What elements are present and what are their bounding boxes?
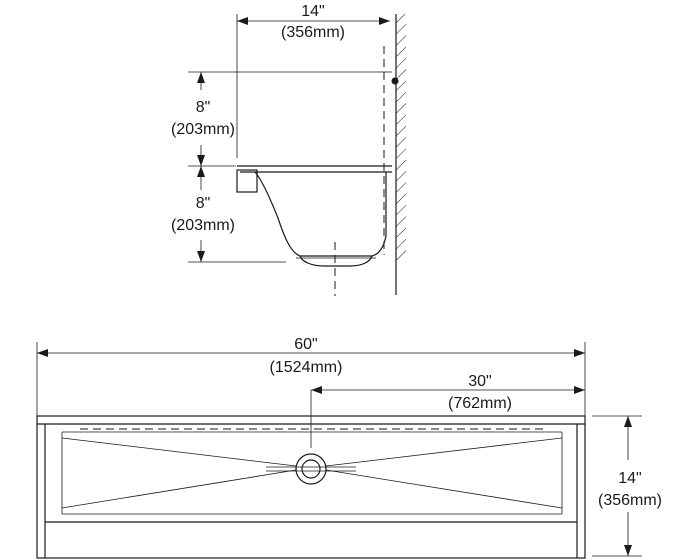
lower-height-mm-label: (203mm) bbox=[171, 217, 235, 234]
arrow-up-depth bbox=[624, 416, 632, 427]
trough-outline bbox=[36, 415, 586, 559]
arrow-down-upper bbox=[197, 155, 205, 166]
top-width-inch-label: 14" bbox=[301, 3, 324, 20]
depth-inch-label: 14" bbox=[618, 470, 641, 487]
overall-length-mm-label: (1524mm) bbox=[270, 359, 343, 376]
drain-offset-inch-label: 30" bbox=[468, 373, 491, 390]
arrow-down-depth bbox=[624, 545, 632, 556]
side-view: 14" (356mm) 8" (203mm) 8" (203mm) bbox=[171, 3, 406, 296]
upper-height-mm-label: (203mm) bbox=[171, 121, 235, 138]
slope-lines bbox=[61, 437, 563, 509]
arrow-right-overall bbox=[574, 349, 585, 357]
arrow-up-lower bbox=[197, 166, 205, 177]
sink-profile bbox=[236, 165, 392, 267]
top-width-mm-label: (356mm) bbox=[281, 24, 345, 41]
drain-inner-icon bbox=[301, 459, 321, 479]
arrow-left bbox=[237, 17, 248, 25]
overall-length-inch-label: 60" bbox=[294, 336, 317, 353]
arrow-right bbox=[379, 17, 390, 25]
wall-hatch bbox=[396, 14, 406, 262]
arrow-left-overall bbox=[37, 349, 48, 357]
depth-mm-label: (356mm) bbox=[598, 492, 662, 509]
arrow-down-lower bbox=[197, 251, 205, 262]
wall-anchor-icon bbox=[391, 77, 399, 85]
drain-offset-mm-label: (762mm) bbox=[448, 395, 512, 412]
arrow-right-drain bbox=[574, 386, 585, 394]
lower-height-inch-label: 8" bbox=[196, 195, 211, 212]
arrow-up-upper bbox=[197, 72, 205, 83]
plan-view: 60" (1524mm) 30" (762mm) 14" (356mm) bbox=[36, 336, 662, 559]
upper-height-inch-label: 8" bbox=[196, 99, 211, 116]
arrow-left-drain bbox=[311, 386, 322, 394]
drain-icon bbox=[295, 453, 327, 485]
